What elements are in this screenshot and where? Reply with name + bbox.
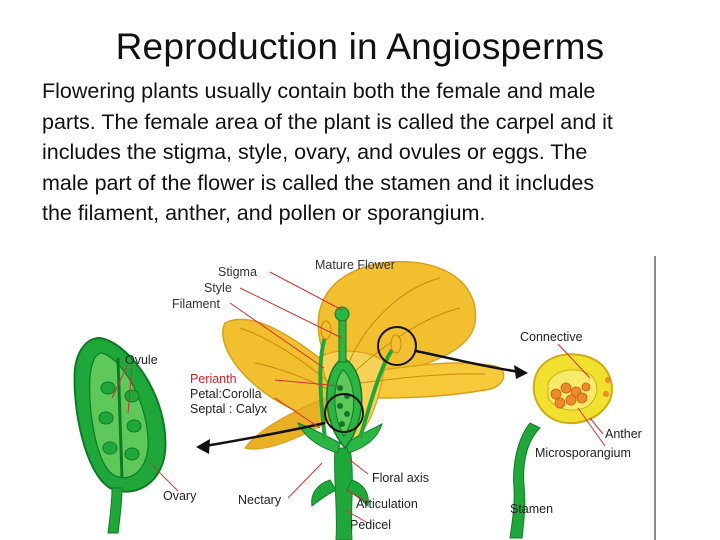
label-anther: Anther [605,427,642,441]
slide-body-text: Flowering plants usually contain both th… [42,76,682,229]
label-ovule: Ovule [125,353,158,367]
arrow-to-anther [415,349,521,374]
label-filament: Filament [172,297,220,311]
arrow-to-ovary [204,421,326,448]
body-line: the filament, anther, and pollen or spor… [42,201,486,225]
label-floral-axis: Floral axis [372,471,429,485]
label-stamen: Stamen [510,502,553,516]
pedicel-stem [334,447,353,540]
label-nectary: Nectary [238,493,282,507]
label-ovary: Ovary [163,489,197,503]
label-septal-calyx: Septal : Calyx [190,402,268,416]
carpel-and-stem [297,306,402,540]
filament [318,337,327,439]
body-line: male part of the flower is called the st… [42,170,595,195]
label-petal-corolla: Petal:Corolla [190,387,262,401]
label-pedicel: Pedicel [350,518,391,532]
label-perianth: Perianth [190,372,237,386]
body-line: includes the stigma, style, ovary, and o… [42,140,588,164]
label-style: Style [204,281,232,295]
style [338,315,347,363]
slide-title: Reproduction in Angiosperms [115,26,605,67]
petal-back [317,260,477,377]
sepal-right [345,423,383,454]
label-mature-flower: Mature Flower [315,258,395,272]
label-microsporangium: Microsporangium [535,446,631,460]
pointer-lines [111,271,606,524]
flower-diagram: Mature Flower Stigma Style Filament Ovul… [73,256,656,540]
petal-right [359,362,505,399]
label-stigma: Stigma [218,265,257,279]
stamen-detail [509,353,613,539]
zoom-circle-ovary [324,393,364,433]
ovary-section [73,336,167,534]
label-articulation: Articulation [356,497,418,511]
zoom-circle-anther [377,326,417,366]
body-line: parts. The female area of the plant is c… [42,109,613,134]
sepal-left [297,422,341,454]
stigma [334,306,350,322]
label-connective: Connective [520,330,583,344]
body-line: Flowering plants usually contain both th… [42,79,596,103]
